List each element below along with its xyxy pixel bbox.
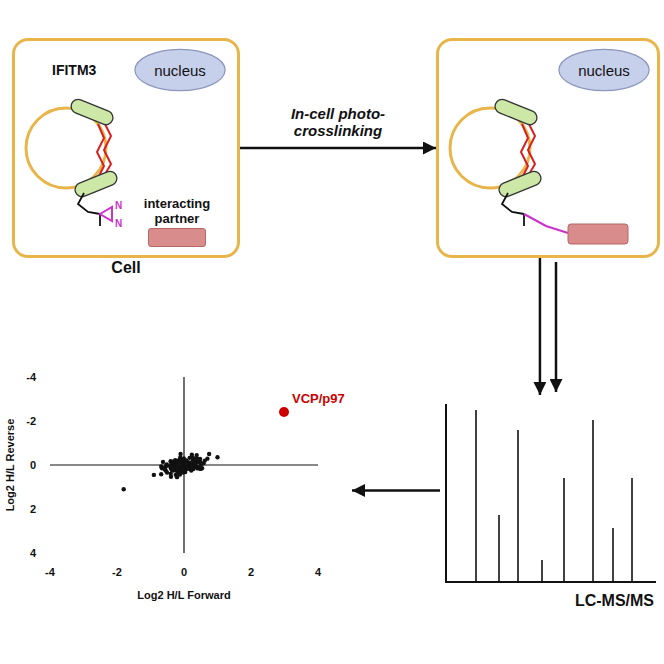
x-tick: -4 bbox=[45, 566, 55, 578]
helix bbox=[493, 97, 539, 126]
methyl bbox=[99, 214, 101, 226]
spectrum-peak bbox=[563, 478, 565, 582]
lipid-chain bbox=[104, 122, 111, 176]
linker-chain bbox=[502, 193, 524, 214]
lipid-chain bbox=[528, 122, 535, 176]
spectrum-peak bbox=[541, 560, 543, 582]
vcp-point bbox=[279, 407, 289, 417]
partner-label: interacting partner bbox=[131, 196, 223, 226]
scatter-point bbox=[175, 466, 179, 470]
y-tick: -2 bbox=[26, 415, 36, 427]
spectrum-box: LC-MS/MS bbox=[440, 395, 660, 612]
crosslink-bond bbox=[524, 214, 568, 233]
x-tick: 2 bbox=[248, 566, 254, 578]
methyl bbox=[523, 214, 525, 226]
left-cell-art bbox=[26, 97, 119, 226]
spectrum-peak bbox=[498, 515, 500, 582]
x-tick: 0 bbox=[181, 566, 187, 578]
scatter-point bbox=[198, 464, 202, 468]
protein-name: IFITM3 bbox=[52, 62, 96, 78]
scatter-points bbox=[122, 452, 220, 492]
spectrum-peak bbox=[475, 410, 477, 582]
atom-label: N bbox=[115, 218, 122, 229]
scatter-point bbox=[165, 462, 169, 466]
scatter-point bbox=[179, 458, 183, 462]
flow-arrow bbox=[240, 147, 436, 150]
y-axis-title: Log2 H/L Reverse bbox=[4, 419, 16, 512]
hit-label: VCP/p97 bbox=[292, 391, 345, 406]
nucleus-label: nucleus bbox=[154, 62, 206, 79]
scatter-point bbox=[207, 452, 211, 456]
y-tick: 4 bbox=[30, 547, 36, 559]
spectrum-axes bbox=[446, 404, 656, 582]
scatter-point bbox=[152, 473, 156, 477]
scatter-point bbox=[198, 464, 202, 468]
scatter-point bbox=[122, 487, 126, 491]
nucleus-box: nucleus bbox=[134, 48, 226, 92]
helix bbox=[73, 169, 119, 198]
nucleus-ellipse bbox=[559, 49, 649, 90]
cell-box: nucleus bbox=[436, 38, 660, 258]
helix bbox=[69, 97, 115, 126]
scatter-point bbox=[159, 472, 163, 476]
flow-arrow bbox=[352, 489, 440, 492]
x-axis-title: Log2 H/L Forward bbox=[137, 589, 230, 601]
scatter-plot bbox=[50, 377, 318, 553]
scatter-point bbox=[196, 457, 200, 461]
scatter-point bbox=[175, 467, 179, 471]
spectrum-peak bbox=[612, 528, 614, 582]
nucleus-box: nucleus bbox=[558, 48, 650, 92]
y-tick: 0 bbox=[30, 459, 36, 471]
scatter-point bbox=[161, 460, 165, 464]
spectrum-peak bbox=[631, 478, 633, 582]
scatter-point bbox=[178, 458, 182, 462]
scatter-point bbox=[194, 464, 198, 468]
scatter-point bbox=[203, 458, 207, 462]
scatter-point bbox=[183, 469, 187, 473]
ms-spectrum bbox=[446, 404, 656, 582]
cell-box: Cellnucleusinteracting partner bbox=[12, 38, 240, 258]
lipid-chain bbox=[97, 124, 104, 178]
scatter-point bbox=[169, 462, 173, 466]
scatter-point bbox=[215, 455, 219, 459]
x-tick: -2 bbox=[112, 566, 122, 578]
y-tick: -4 bbox=[26, 371, 36, 383]
scatter-point bbox=[169, 475, 173, 479]
scatter-point bbox=[183, 462, 187, 466]
atom-label: N bbox=[115, 200, 122, 211]
nucleus-ellipse bbox=[135, 49, 225, 90]
x-tick: 4 bbox=[315, 566, 321, 578]
y-tick: 2 bbox=[30, 503, 36, 515]
flow-arrow bbox=[539, 258, 542, 395]
scatter-point bbox=[187, 456, 191, 460]
cell-caption: Cell bbox=[111, 259, 140, 277]
linker-chain bbox=[78, 193, 100, 214]
nucleus-label: nucleus bbox=[578, 62, 630, 79]
down-arrow bbox=[555, 262, 558, 392]
helix bbox=[497, 169, 543, 198]
edge-label: In-cell photo-crosslinking bbox=[261, 104, 415, 140]
ms-label: LC-MS/MS bbox=[575, 592, 654, 610]
scatter-point bbox=[165, 470, 169, 474]
scatter-point bbox=[174, 473, 178, 477]
lipid-chain bbox=[521, 124, 528, 178]
right-cell-art bbox=[450, 97, 628, 244]
spectrum-peak bbox=[592, 420, 594, 582]
crosslinked-partner bbox=[568, 224, 628, 244]
spectrum-peak bbox=[517, 430, 519, 582]
partner-box: interacting partner bbox=[148, 228, 206, 247]
diazirine bbox=[100, 207, 112, 221]
spectrum-peaks bbox=[476, 410, 632, 582]
